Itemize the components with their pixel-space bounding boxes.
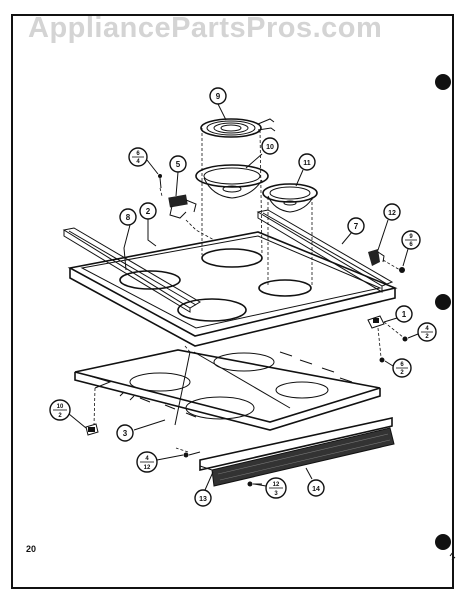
edge-marker-middle — [435, 294, 451, 310]
edge-marker-bottom — [435, 534, 451, 550]
svg-text:1: 1 — [402, 310, 407, 319]
cooktop-top — [67, 231, 398, 347]
svg-text:5: 5 — [176, 160, 181, 169]
svg-text:4: 4 — [145, 456, 149, 462]
svg-text:13: 13 — [199, 496, 207, 503]
fraction-callout-4-12: 4 12 — [136, 451, 184, 473]
svg-text:9: 9 — [216, 92, 221, 101]
callout-11: 11 — [298, 153, 316, 171]
rear-trim-strip — [256, 209, 394, 293]
edge-marker-top — [435, 74, 451, 90]
svg-text:12: 12 — [388, 210, 396, 217]
watermark: AppliancePartsPros.com — [28, 12, 383, 44]
callout-2: 2 — [139, 202, 157, 220]
callout-7: 7 — [347, 217, 365, 235]
svg-text:3: 3 — [274, 491, 278, 497]
svg-text:6: 6 — [400, 362, 404, 368]
svg-text:8: 8 — [126, 213, 131, 222]
left-trim-strip — [62, 227, 201, 313]
hinge-bracket — [368, 249, 405, 273]
callout-5: 5 — [169, 155, 187, 173]
side-bracket — [367, 315, 408, 363]
svg-text:6: 6 — [409, 242, 413, 248]
svg-text:11: 11 — [303, 160, 311, 167]
lower-alignment-lines — [93, 345, 191, 453]
coil-element — [200, 118, 276, 138]
fraction-callout-6-2: 6 2 — [384, 358, 412, 378]
svg-text:2: 2 — [58, 413, 62, 419]
callout-3: 3 — [116, 424, 134, 442]
callout-1: 1 — [395, 305, 413, 323]
clip-part — [85, 423, 99, 436]
vent-grille — [199, 417, 395, 487]
svg-text:3: 3 — [123, 429, 128, 438]
svg-text:12: 12 — [273, 482, 280, 488]
small-drip-bowl — [262, 183, 318, 213]
large-drip-bowl — [195, 164, 269, 199]
svg-text:10: 10 — [57, 404, 64, 410]
upper-alignment-lines — [159, 128, 313, 285]
callout-8: 8 — [119, 208, 137, 226]
fraction-callout-12-3: 12 3 — [253, 477, 287, 499]
fraction-callout-9-6: 9 6 — [401, 230, 421, 267]
leader-lines — [123, 103, 398, 480]
svg-text:14: 14 — [312, 486, 320, 493]
callout-10: 10 — [261, 137, 279, 155]
svg-text:4: 4 — [136, 159, 140, 165]
callout-12: 12 — [383, 203, 401, 221]
callout-9: 9 — [209, 87, 227, 105]
diagram-border — [11, 14, 454, 589]
svg-text:2: 2 — [400, 370, 404, 376]
svg-text:2: 2 — [425, 334, 429, 340]
fraction-callout-6-4: 6 4 — [128, 147, 159, 175]
terminal-block — [158, 174, 197, 219]
fraction-callout-4-2: 4 2 — [407, 322, 437, 342]
burner-box — [74, 349, 381, 431]
svg-text:7: 7 — [354, 222, 359, 231]
callout-13: 13 — [194, 489, 212, 507]
svg-text:2: 2 — [146, 207, 151, 216]
scan-artifact — [449, 551, 456, 561]
svg-text:4: 4 — [425, 326, 429, 332]
callout-14: 14 — [307, 479, 325, 497]
lower-screws — [183, 451, 262, 491]
fraction-callout-10-2: 10 2 — [49, 399, 87, 429]
svg-text:10: 10 — [266, 144, 274, 151]
page-number: 20 — [26, 544, 37, 554]
svg-text:9: 9 — [409, 234, 413, 240]
svg-text:6: 6 — [136, 151, 140, 157]
svg-text:12: 12 — [144, 465, 151, 471]
